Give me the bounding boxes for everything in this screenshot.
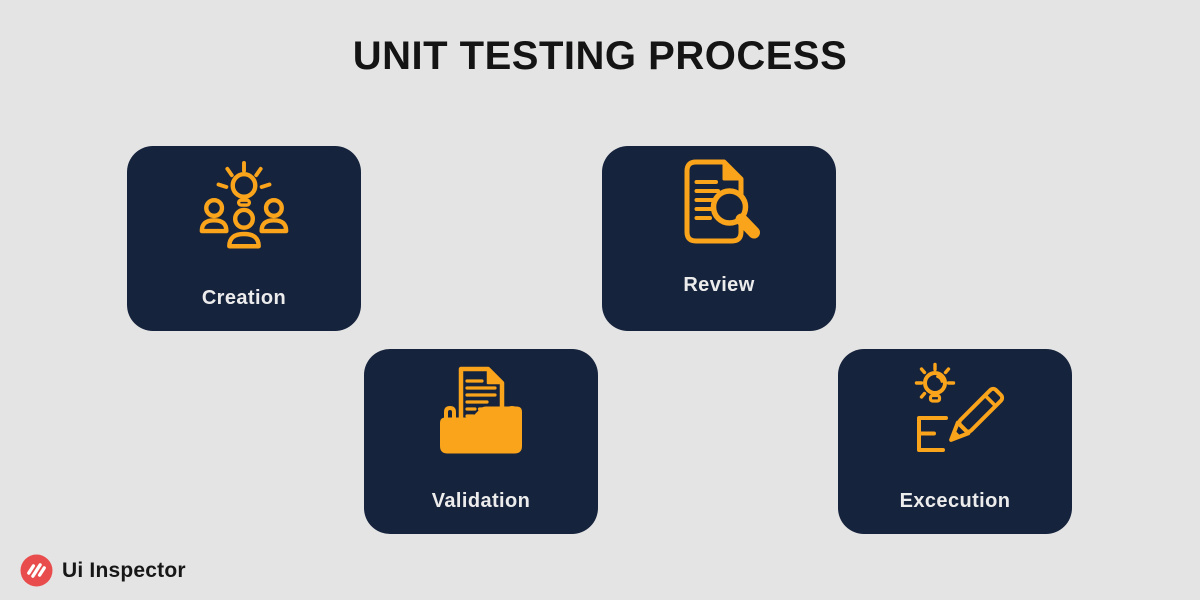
process-card-validation: Validation — [364, 349, 598, 534]
card-label-review: Review — [683, 274, 755, 296]
page-title: UNIT TESTING PROCESS — [352, 34, 848, 78]
ui-inspector-logo-icon — [20, 554, 53, 587]
folder-document-icon — [364, 357, 598, 467]
card-label-excecution: Excecution — [899, 490, 1011, 512]
document-magnifier-icon — [602, 150, 836, 260]
process-card-excecution: Excecution — [838, 349, 1072, 534]
card-label-validation: Validation — [431, 490, 531, 512]
card-label-creation: Creation — [201, 287, 287, 309]
process-card-creation: Creation — [127, 146, 361, 331]
process-card-review: Review — [602, 146, 836, 331]
team-lightbulb-icon — [127, 154, 361, 264]
brand-name: Ui Inspector — [62, 558, 186, 582]
lightbulb-pencil-icon — [838, 357, 1072, 467]
brand-logo: Ui Inspector — [20, 554, 186, 587]
